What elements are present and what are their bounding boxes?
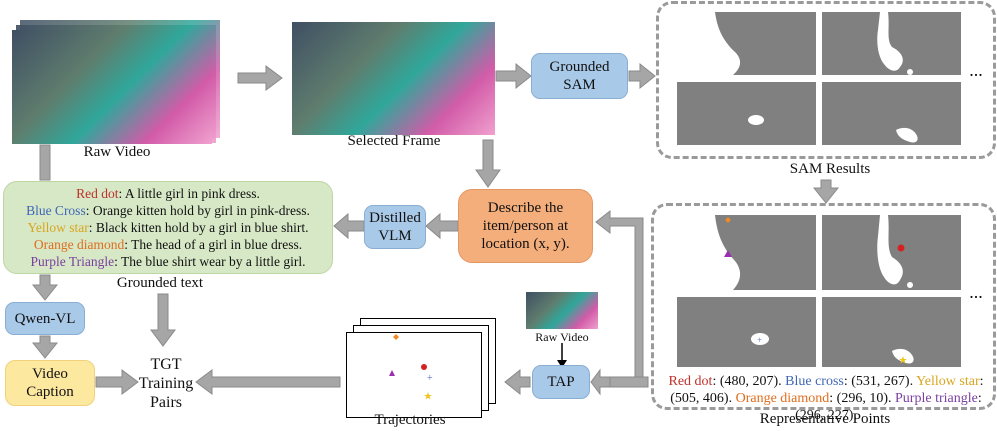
rep-orange-key: Orange diamond bbox=[735, 391, 830, 406]
traj-purple-triangle bbox=[389, 370, 395, 376]
traj-blue-cross: + bbox=[427, 373, 433, 384]
arrow-into-tap bbox=[590, 368, 611, 396]
rep-points-caption: Red dot: (480, 207). Blue cross: (531, 2… bbox=[668, 374, 984, 423]
rep-blue-key: Blue cross bbox=[785, 374, 844, 389]
arrow-sam-to-results bbox=[628, 62, 656, 90]
sam-mask-3 bbox=[677, 82, 816, 145]
rep-purple-key: Purple triangle bbox=[895, 391, 978, 406]
traj-orange-diamond bbox=[393, 334, 399, 340]
rep-mask-1 bbox=[677, 215, 816, 290]
grounded-line-yellow: Yellow star: Black kitten hold by a girl… bbox=[27, 220, 309, 235]
arrow-points-to-tap bbox=[595, 209, 649, 388]
arrow-text-to-tgt bbox=[150, 293, 176, 347]
grounded-text-label: Grounded text bbox=[116, 275, 204, 291]
arrow-text-to-qwen bbox=[31, 274, 59, 301]
traj-red-dot bbox=[421, 364, 427, 370]
selected-frame-image bbox=[292, 22, 495, 135]
orange-diamond-marker bbox=[725, 217, 731, 223]
arrow-results-to-points bbox=[812, 179, 840, 204]
rep-mask-3: + bbox=[677, 297, 816, 367]
red-dot-marker bbox=[897, 244, 905, 252]
rep-red-key: Red dot bbox=[668, 374, 713, 389]
blue-cross-marker: + bbox=[757, 335, 762, 345]
representative-points-panel bbox=[651, 203, 996, 410]
qwen-vl-box: Qwen-VL bbox=[5, 302, 85, 335]
tap-raw-video-thumb bbox=[526, 292, 598, 329]
arrow-raw-video-down bbox=[39, 144, 51, 181]
arrow-caption-to-tgt bbox=[95, 369, 139, 395]
raw-video-label: Raw Video bbox=[83, 144, 151, 160]
grounded-line-purple: Purple Triangle: The blue shirt wear by … bbox=[30, 254, 306, 269]
sam-mask-2 bbox=[822, 12, 961, 75]
tap-raw-video-label: Raw Video bbox=[535, 330, 589, 344]
sam-mask-4 bbox=[822, 82, 961, 145]
trajectory-sheet-front: + bbox=[346, 332, 482, 418]
arrow-vlm-to-text bbox=[333, 212, 365, 240]
raw-video-frame-front bbox=[12, 30, 212, 144]
grounded-line-blue: Blue Cross: Orange kitten hold by girl i… bbox=[26, 203, 310, 218]
sam-results-panel bbox=[656, 1, 996, 159]
arrow-tap-to-traj bbox=[504, 368, 531, 396]
arrow-describe-to-vlm bbox=[425, 212, 459, 240]
ellipsis-top: ... bbox=[969, 60, 983, 80]
purple-triangle-marker bbox=[724, 250, 732, 257]
arrow-frame-to-describe bbox=[475, 139, 501, 188]
grounded-text-box: Red dot: A little girl in pink dress. Bl… bbox=[3, 181, 333, 274]
rep-mask-4 bbox=[822, 297, 961, 367]
selected-frame-label: Selected Frame bbox=[347, 133, 441, 149]
grounded-line-red: Red dot: A little girl in pink dress. bbox=[76, 186, 260, 201]
tap-box: TAP bbox=[532, 365, 590, 399]
grounded-line-orange: Orange diamond: The head of a girl in bl… bbox=[33, 237, 303, 252]
arrow-raw-to-frame bbox=[237, 65, 283, 91]
sam-mask-1 bbox=[677, 12, 816, 75]
traj-yellow-star bbox=[424, 392, 432, 400]
trajectories-label: Trajectories bbox=[374, 412, 446, 428]
yellow-star-marker bbox=[899, 356, 907, 364]
arrow-frame-to-sam bbox=[495, 62, 532, 90]
arrow-qwen-to-caption bbox=[31, 335, 59, 359]
rep-mask-2 bbox=[822, 215, 961, 290]
ellipsis-bottom: ... bbox=[969, 282, 983, 302]
rep-yellow-key: Yellow star bbox=[916, 374, 980, 389]
arrow-traj-to-tgt bbox=[195, 369, 341, 395]
representative-points-label: Representative Points bbox=[759, 411, 891, 427]
sam-results-label: SAM Results bbox=[789, 161, 871, 177]
